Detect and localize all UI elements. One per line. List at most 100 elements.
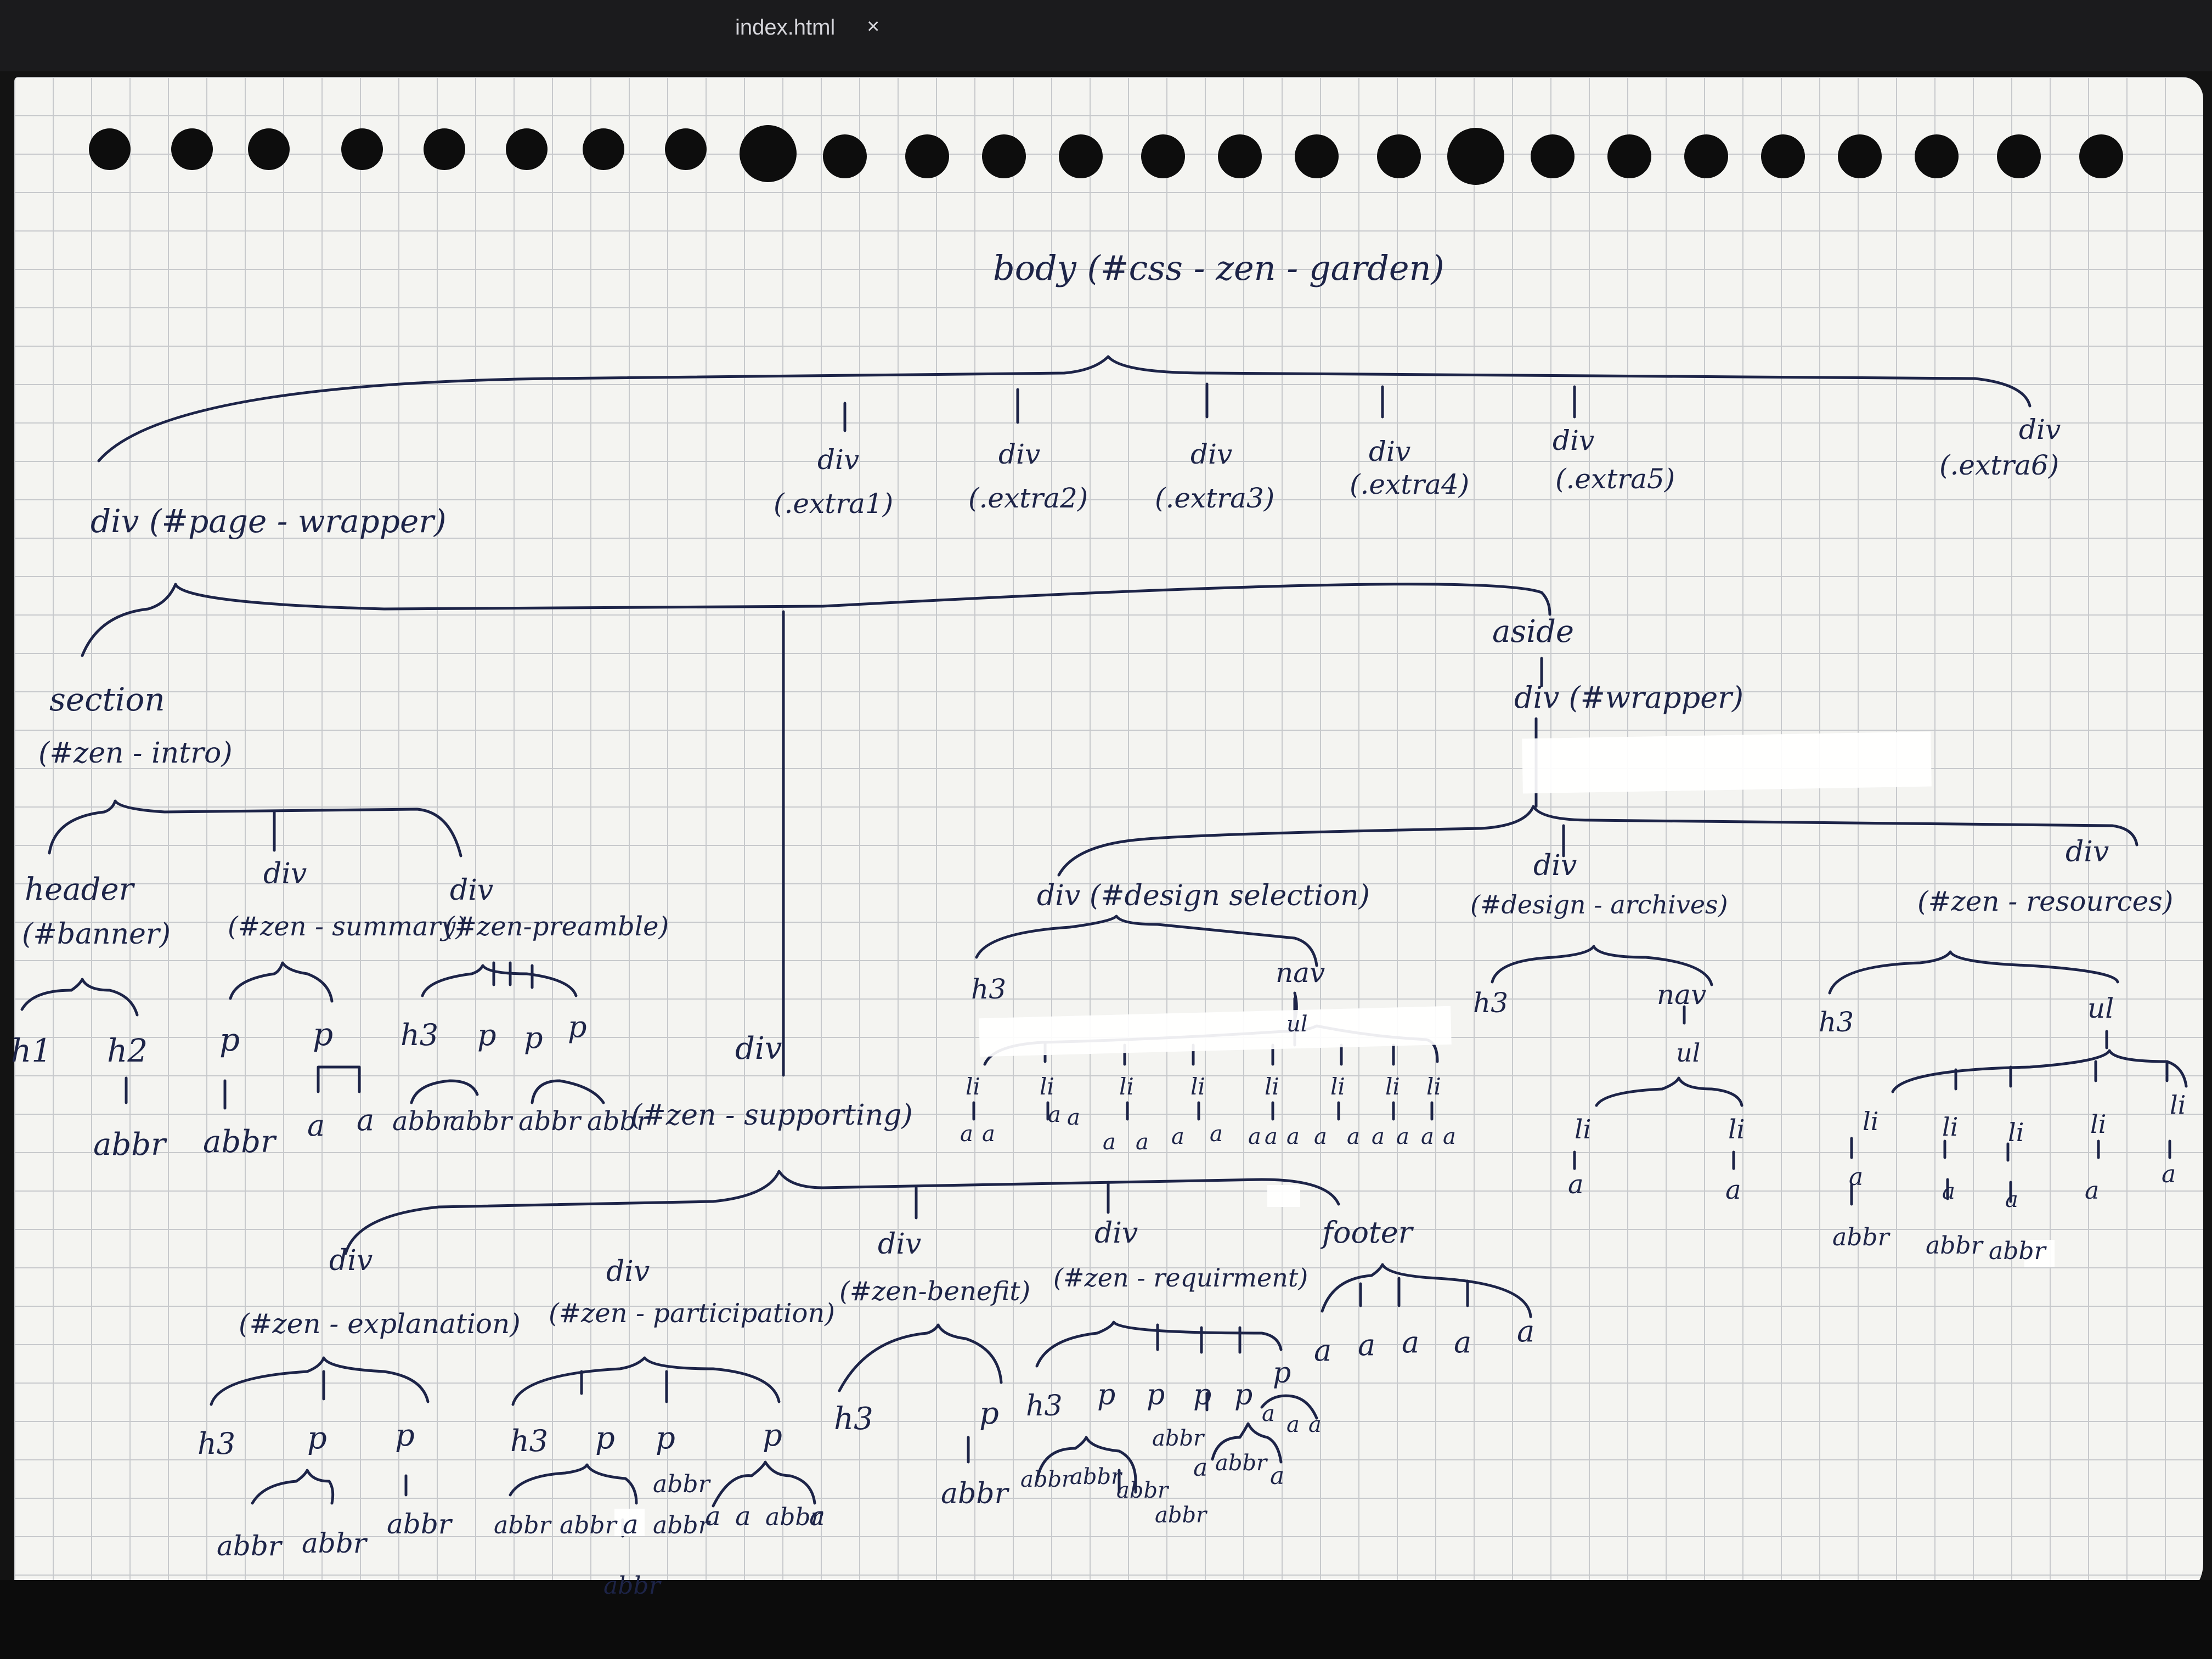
node-benefit: div — [878, 1228, 921, 1261]
close-icon[interactable]: × — [867, 14, 880, 38]
node-abbr: abbr — [217, 1530, 283, 1562]
grid-paper-sheet — [14, 77, 2203, 1602]
node-extra4-id: (.extra4) — [1350, 469, 1469, 500]
node-extra1-tag: div — [817, 444, 859, 476]
node-a: a — [1347, 1124, 1360, 1149]
node-extra6-tag: div — [2019, 414, 2061, 445]
node-a: a — [1286, 1124, 1300, 1149]
node-a: a — [809, 1501, 825, 1532]
node-abbr: abbr — [1152, 1426, 1205, 1451]
node-abbr: abbr — [1070, 1464, 1123, 1489]
node-a: a — [1262, 1401, 1275, 1426]
node-extra3-tag: div — [1190, 438, 1232, 470]
node-abbr: abbr — [387, 1508, 453, 1540]
node-abbr: abbr — [1215, 1451, 1268, 1476]
node-a: a — [1942, 1179, 1955, 1204]
node-p: p — [1097, 1379, 1115, 1412]
node-p: p — [1193, 1379, 1211, 1412]
node-a: a — [1314, 1124, 1327, 1149]
node-extra2-id: (.extra2) — [968, 482, 1088, 514]
editor-title-bar: index.html × — [0, 0, 2212, 71]
node-abbr: abbr — [450, 1106, 514, 1137]
node-a: a — [1171, 1124, 1184, 1149]
correction-tape — [614, 731, 2055, 1536]
node-p: p — [313, 1015, 333, 1053]
node-li: li — [1863, 1107, 1878, 1136]
node-a: a — [623, 1509, 639, 1540]
node-p: p — [656, 1420, 675, 1456]
node-explanation-id: (#zen - explanation) — [239, 1308, 521, 1340]
node-header: header — [25, 872, 136, 907]
node-a: a — [982, 1121, 995, 1147]
tab-index-html[interactable]: index.html — [735, 15, 836, 40]
node-abbr: abbr — [518, 1106, 582, 1137]
node-labels: body (#css - zen - garden) div (#page - … — [11, 248, 2186, 1600]
node-abbr: abbr — [941, 1477, 1010, 1510]
node-header-id: (#banner) — [22, 918, 171, 951]
node-abbr: abbr — [302, 1527, 368, 1559]
node-li: li — [1942, 1112, 1958, 1142]
node-h3: h3 — [198, 1426, 235, 1461]
node-abbr: abbr — [603, 1572, 662, 1600]
node-abbr: abbr — [203, 1124, 277, 1160]
node-li: li — [1190, 1073, 1205, 1100]
node-ul: ul — [1676, 1038, 1700, 1068]
node-p: p — [219, 1021, 240, 1058]
node-p: p — [763, 1418, 782, 1453]
node-a: a — [1193, 1454, 1207, 1482]
node-aside: aside — [1492, 614, 1574, 650]
node-a: a — [307, 1108, 325, 1143]
node-a: a — [1358, 1328, 1375, 1362]
node-h3: h3 — [510, 1424, 548, 1458]
binder-holes — [89, 125, 2123, 185]
node-abbr: abbr — [765, 1503, 824, 1531]
node-extra5-tag: div — [1553, 425, 1594, 456]
node-a: a — [1314, 1333, 1331, 1368]
node-h3: h3 — [1026, 1390, 1063, 1423]
node-design-archives: div — [1533, 849, 1577, 882]
node-abbr: abbr — [494, 1511, 552, 1539]
node-abbr: abbr — [653, 1511, 712, 1539]
node-h2: h2 — [107, 1032, 148, 1069]
node-summary-id: (#zen - summary) — [228, 911, 466, 942]
node-preamble: div — [450, 874, 493, 907]
node-design-selection: div (#design selection) — [1037, 879, 1370, 912]
node-p: p — [477, 1018, 496, 1052]
node-page-wrapper: div (#page - wrapper) — [91, 503, 447, 540]
node-section: section — [49, 681, 165, 718]
node-a: a — [705, 1501, 721, 1532]
node-abbr: abbr — [1832, 1223, 1891, 1251]
node-supporting-id: (#zen - supporting) — [631, 1099, 913, 1132]
node-h3: h3 — [971, 973, 1006, 1005]
node-a: a — [1421, 1124, 1434, 1149]
node-nav: nav — [1276, 957, 1325, 989]
node-li: li — [1330, 1073, 1345, 1100]
node-abbr: abbr — [1020, 1467, 1074, 1492]
node-p: p — [1234, 1379, 1252, 1412]
node-extra2-tag: div — [998, 438, 1040, 470]
node-h3: h3 — [400, 1018, 438, 1052]
node-a: a — [1286, 1412, 1300, 1437]
node-body: body (#css - zen - garden) — [993, 248, 1444, 288]
node-a: a — [1136, 1130, 1149, 1155]
node-li: li — [1426, 1073, 1441, 1100]
node-ul: ul — [2087, 992, 2114, 1024]
node-abbr: abbr — [1926, 1232, 1984, 1260]
node-li: li — [1040, 1073, 1054, 1100]
node-a: a — [2162, 1160, 2176, 1188]
node-a: a — [2005, 1187, 2018, 1212]
node-a: a — [1067, 1105, 1080, 1130]
node-preamble-id: (#zen-preamble) — [444, 911, 669, 942]
node-extra3-id: (.extra3) — [1155, 482, 1274, 514]
desk-shadow — [0, 1580, 2212, 1659]
node-h3: h3 — [834, 1401, 873, 1437]
node-abbr: abbr — [653, 1470, 712, 1498]
node-a: a — [1454, 1325, 1471, 1359]
node-li: li — [2170, 1090, 2186, 1120]
node-h3: h3 — [1819, 1006, 1854, 1038]
node-benefit-id: (#zen-benefit) — [839, 1276, 1030, 1307]
node-abbr: abbr — [1116, 1478, 1170, 1503]
node-p: p — [1273, 1357, 1291, 1390]
node-extra4-tag: div — [1369, 436, 1410, 467]
node-li: li — [1385, 1073, 1400, 1100]
